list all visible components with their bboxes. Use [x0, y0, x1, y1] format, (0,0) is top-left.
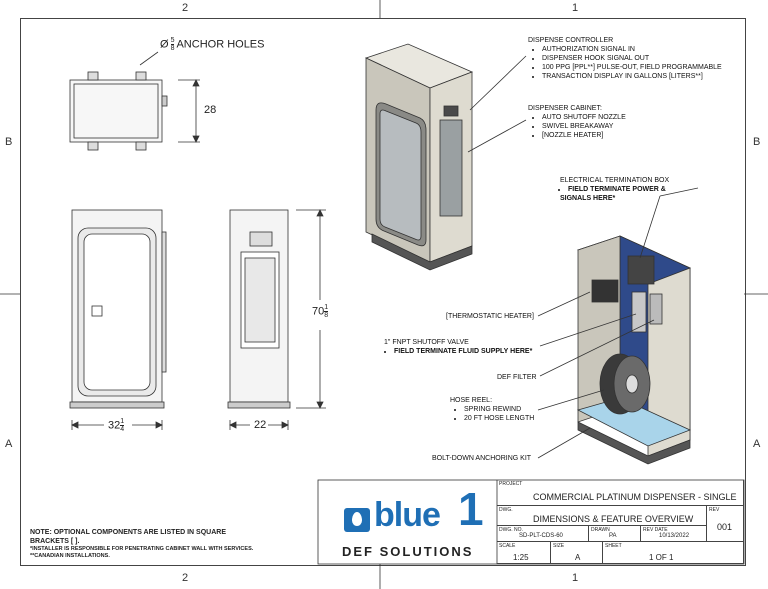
height-whole: 70 [312, 305, 325, 318]
logo-word: blue [374, 496, 441, 534]
top-view [69, 51, 200, 151]
note-installer: *INSTALLER IS RESPONSIBLE FOR PENETRATIN… [30, 546, 254, 552]
diameter-symbol: Ø [160, 38, 169, 51]
dwgno-caption: DWG. NO. [499, 527, 523, 533]
controller-item: TRANSACTION DISPLAY IN GALLONS [LITERS**… [542, 72, 722, 81]
reel-item: 20 FT HOSE LENGTH [464, 414, 534, 423]
electrical-termination-callout: ELECTRICAL TERMINATION BOX FIELD TERMINA… [560, 176, 669, 203]
scale-value: 1:25 [513, 553, 529, 562]
zone-label-b-left: B [5, 136, 13, 148]
scale-caption: SCALE [499, 543, 516, 549]
project-caption: PROJECT [499, 481, 523, 487]
shutoff-valve-callout: 1" FNPT SHUTOFF VALVE FIELD TERMINATE FL… [384, 338, 532, 356]
height-fraction-num: 1 [324, 304, 329, 312]
drawing-frame [20, 18, 746, 566]
anchor-fraction-den: 8 [170, 45, 175, 52]
note-main: BRACKETS [ ]. [30, 538, 80, 545]
droplet-icon [344, 508, 370, 532]
reel-item: SPRING REWIND [464, 405, 534, 414]
anchoring-kit-callout: BOLT-DOWN ANCHORING KIT [432, 455, 532, 462]
cabinet-item: [NOZZLE HEATER] [542, 131, 626, 140]
revdate-value: 10/13/2022 [659, 533, 690, 539]
controller-item: AUTHORIZATION SIGNAL IN [542, 45, 722, 54]
sheet-caption: SHEET [605, 543, 622, 549]
size-caption: SIZE [553, 543, 565, 549]
project-name: COMMERCIAL PLATINUM DISPENSER - SINGLE [533, 492, 737, 502]
def-filter-callout: DEF FILTER [497, 374, 537, 381]
anchor-fraction-num: 5 [170, 37, 175, 45]
etb-bold-line: FIELD TERMINATE POWER & [568, 185, 669, 194]
zone-label-1-bottom: 1 [572, 572, 579, 584]
notes-block: NOTE: OPTIONAL COMPONENTS ARE LISTED IN … [30, 528, 253, 560]
valve-title: 1" FNPT SHUTOFF VALVE [384, 339, 469, 346]
company-logo: blue 1 DEF SOLUTIONS [340, 483, 490, 562]
zone-label-2-bottom: 2 [182, 572, 189, 584]
size-cell: SIZE A [551, 542, 603, 564]
rev-cell: REV 001 [707, 506, 744, 542]
logo-numeral: 1 [458, 483, 484, 535]
cabinet-item: AUTO SHUTOFF NOZZLE [542, 113, 626, 122]
iso-closed-cabinet [364, 43, 474, 271]
size-value: A [575, 553, 581, 562]
iso-open-cabinet [576, 235, 692, 465]
drawn-caption: DRAWN [591, 527, 610, 533]
zone-label-b-right: B [753, 136, 761, 148]
valve-bold-line: FIELD TERMINATE FLUID SUPPLY HERE* [394, 347, 532, 356]
project-cell: PROJECT COMMERCIAL PLATINUM DISPENSER - … [497, 480, 744, 506]
etb-bold-line: SIGNALS HERE* [560, 195, 616, 202]
hose-reel-callout: HOSE REEL: SPRING REWIND 20 FT HOSE LENG… [450, 396, 534, 423]
side-depth-dimension: 22 [254, 419, 267, 431]
width-whole: 32 [108, 419, 121, 432]
etb-title: ELECTRICAL TERMINATION BOX [560, 177, 670, 184]
width-fraction-num: 1 [120, 418, 125, 426]
cabinet-item: SWIVEL BREAKAWAY [542, 122, 626, 131]
sheet-value: 1 OF 1 [649, 553, 674, 562]
sheet-cell: SHEET 1 OF 1 [603, 542, 744, 564]
revdate-cell: REV DATE 10/13/2022 [641, 526, 707, 542]
zone-label-a-left: A [5, 438, 13, 450]
thermostatic-heater-callout: [THERMOSTATIC HEATER] [446, 313, 534, 320]
depth-dimension: 28 [204, 104, 217, 116]
controller-item: 100 PPG [PPL**] PULSE-OUT, FIELD PROGRAM… [542, 63, 722, 72]
controller-title: DISPENSE CONTROLLER [528, 37, 614, 44]
revdate-caption: REV DATE [643, 527, 668, 533]
zone-label-a-right: A [753, 438, 761, 450]
front-view [69, 209, 167, 430]
zone-label-2-top: 2 [182, 2, 189, 14]
anchor-holes-text: ANCHOR HOLES [176, 38, 265, 51]
rev-value: 001 [717, 522, 733, 532]
note-canadian: **CANADIAN INSTALLATIONS. [30, 553, 110, 559]
cabinet-title: DISPENSER CABINET: [528, 105, 602, 112]
controller-item: DISPENSER HOOK SIGNAL OUT [542, 54, 722, 63]
dwg-title: DIMENSIONS & FEATURE OVERVIEW [533, 514, 694, 524]
dwg-cell: DWG. DIMENSIONS & FEATURE OVERVIEW [497, 506, 707, 526]
zone-label-1-top: 1 [572, 2, 579, 14]
dwg-caption: DWG. [499, 507, 513, 513]
rev-caption: REV [709, 507, 720, 513]
drawn-cell: DRAWN PA [589, 526, 641, 542]
reel-title: HOSE REEL: [450, 397, 493, 404]
width-fraction-den: 4 [120, 426, 125, 433]
note-main: NOTE: OPTIONAL COMPONENTS ARE LISTED IN … [30, 529, 227, 536]
scale-cell: SCALE 1:25 [497, 542, 551, 564]
dwgno-cell: DWG. NO. SD-PLT-CDS-60 [497, 526, 589, 542]
dispense-controller-callout: DISPENSE CONTROLLER AUTHORIZATION SIGNAL… [528, 36, 722, 81]
logo-tagline: DEF SOLUTIONS [342, 544, 474, 559]
dispenser-cabinet-callout: DISPENSER CABINET: AUTO SHUTOFF NOZZLE S… [528, 104, 626, 140]
side-view [227, 209, 326, 430]
height-fraction-den: 8 [324, 312, 329, 319]
drawn-value: PA [609, 533, 617, 539]
dwgno-value: SD-PLT-CDS-60 [519, 533, 563, 539]
